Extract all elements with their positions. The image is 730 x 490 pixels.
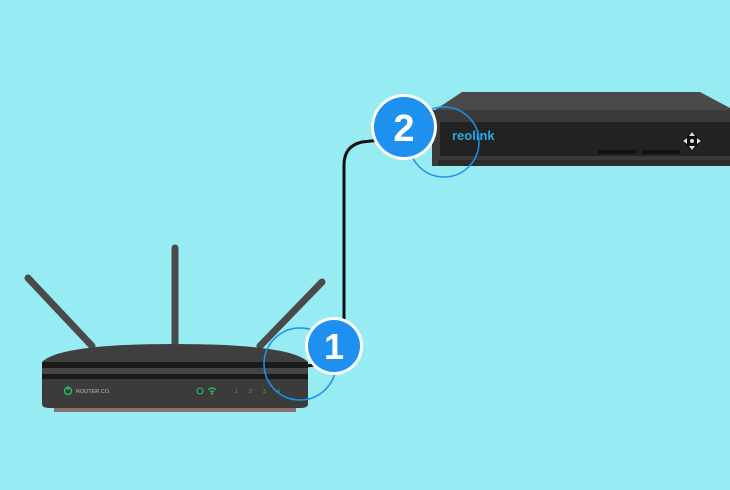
nvr-slot-1 [598, 150, 636, 154]
ethernet-cable [305, 138, 381, 368]
port-number-1: 1 [235, 389, 238, 395]
router-stripe-1 [42, 362, 308, 368]
nvr-front-panel [440, 122, 730, 156]
router-front-face [42, 379, 308, 408]
router-stripe-2 [42, 374, 308, 379]
port-number-2: 2 [249, 389, 252, 395]
nvr-top-face [432, 92, 730, 112]
router-antenna-right [256, 278, 326, 350]
router-device: ROUTER CO. 1 2 3 4 [24, 244, 326, 412]
step-number-2: 2 [393, 108, 414, 150]
globe-icon [196, 387, 204, 395]
router-brand-label: ROUTER CO. [76, 389, 111, 395]
router-band-1 [42, 368, 308, 374]
port-number-3: 3 [263, 389, 266, 395]
nvr-device: reolink [432, 92, 730, 166]
wifi-icon [207, 387, 217, 395]
step-badge-1: 1 [305, 317, 363, 375]
router-antenna-left [24, 274, 96, 350]
nvr-slot-2 [642, 150, 680, 154]
nvr-brand-logo: reolink [452, 128, 495, 143]
router-top-shell [42, 344, 308, 362]
router-base [54, 408, 296, 412]
step-badge-2: 2 [371, 94, 437, 160]
step-number-1: 1 [324, 326, 344, 367]
nvr-bottom-edge [438, 160, 730, 166]
